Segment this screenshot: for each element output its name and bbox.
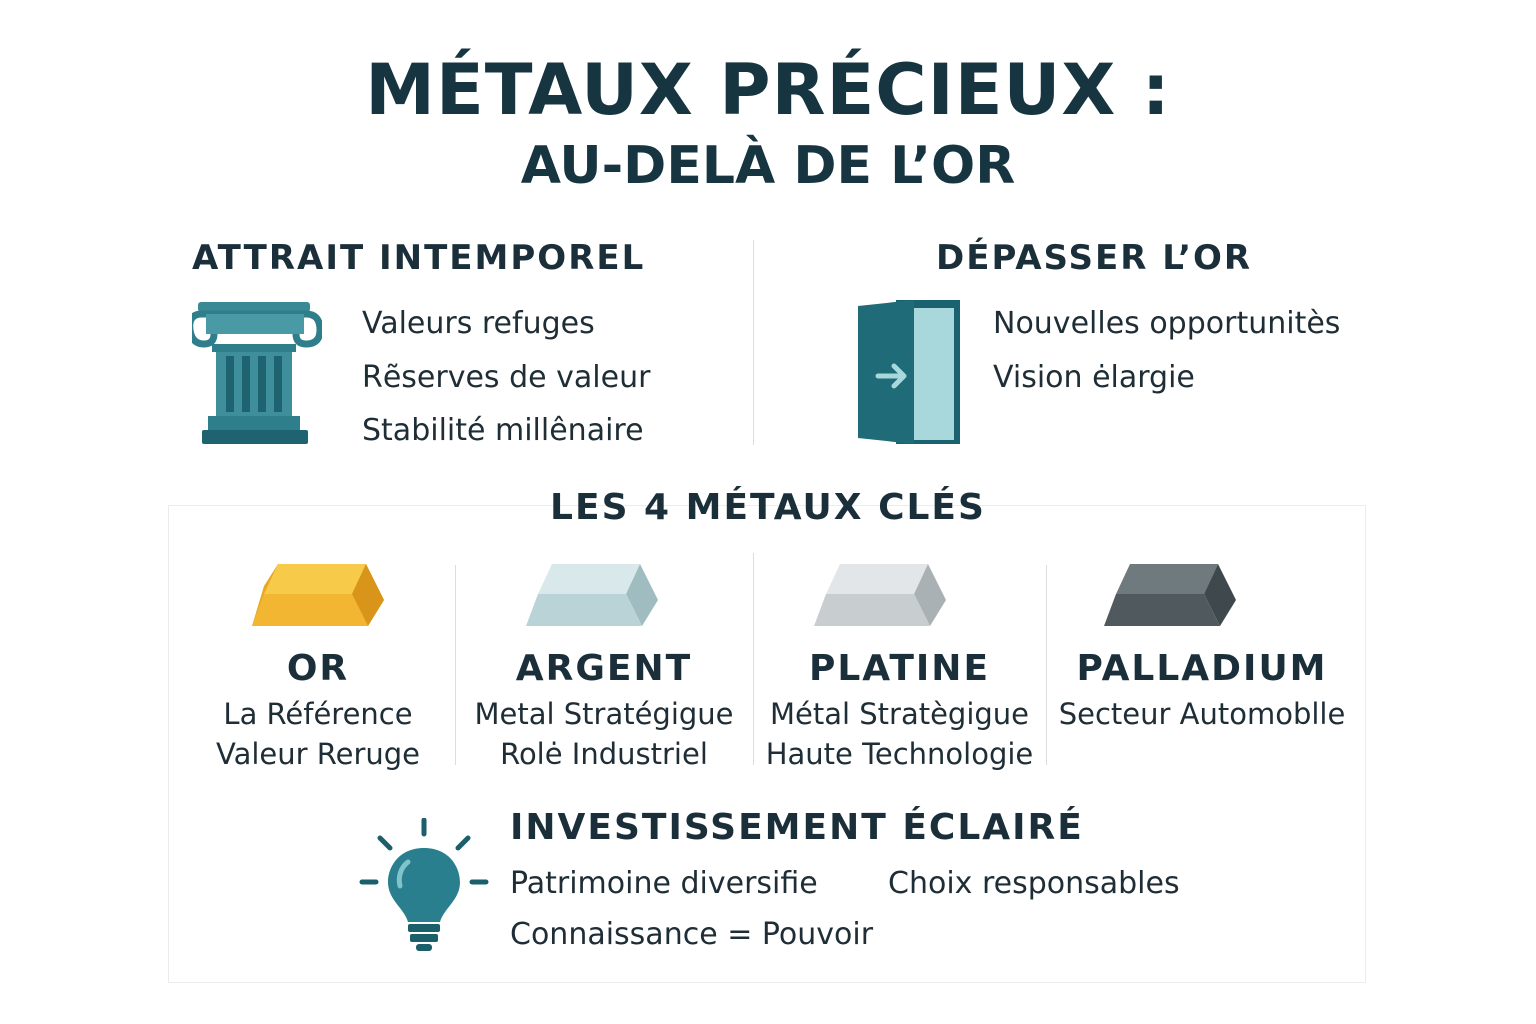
metal-line: La Référence [223,697,413,731]
metal-line: Valeur Reruge [215,737,421,771]
metal-column-platine: PLATINE Métal Stratègigue Haute Technolo… [753,648,1046,774]
metal-name: ARGENT [515,648,693,689]
attrait-item: Stabilité millênaire [362,413,644,448]
metal-divider [753,553,754,765]
metal-line: Haute Technologie [765,737,1034,771]
investissement-item: Choix responsables [888,866,1180,901]
platinum-bar-icon [814,564,946,626]
attrait-item: Valeurs refuges [362,306,595,341]
metal-line: Secteur Automoblle [1058,697,1346,731]
depasser-item: Nouvelles opportunitès [993,306,1341,341]
column-icon [192,302,322,444]
metal-column-argent: ARGENT Metal Stratégigue Rolė Industriel [455,648,753,774]
attrait-heading: ATTRAIT INTEMPOREL [192,238,646,278]
metal-line: Métal Stratègigue [769,697,1030,731]
investissement-heading: INVESTISSEMENT ÉCLAIRÉ [510,807,1084,848]
attrait-item: Rẽserves de valeur [362,360,651,395]
investissement-item: Patrimoine diversifie [510,866,818,901]
metals-frame [168,505,1366,983]
silver-bar-icon [526,564,658,626]
open-door-icon [858,300,960,444]
depasser-item: Vision ėlargie [993,360,1195,395]
metal-name: OR [286,648,350,689]
metal-name: PALLADIUM [1076,648,1328,689]
metaux-heading: LES 4 MÉTAUX CLÉS [550,487,986,528]
lightbulb-icon [359,818,489,951]
top-divider [753,240,754,445]
page-subtitle: AU-DELÀ DE L’OR [520,136,1016,196]
metal-line: Metal Stratégigue [474,697,734,731]
metal-line: Rolė Industriel [500,737,708,771]
metal-name: PLATINE [808,648,991,689]
metal-divider [1046,565,1047,765]
depasser-heading: DÉPASSER L’OR [936,238,1253,278]
investissement-item: Connaissance = Pouvoir [510,917,874,952]
page-title: MÉTAUX PRÉCIEUX : [365,49,1171,131]
palladium-bar-icon [1104,564,1236,626]
metal-column-palladium: PALLADIUM Secteur Automoblle [1052,648,1352,734]
metal-divider [455,565,456,765]
metal-column-or: OR La Référence Valeur Reruge [168,648,468,774]
gold-bar-icon [252,564,384,626]
